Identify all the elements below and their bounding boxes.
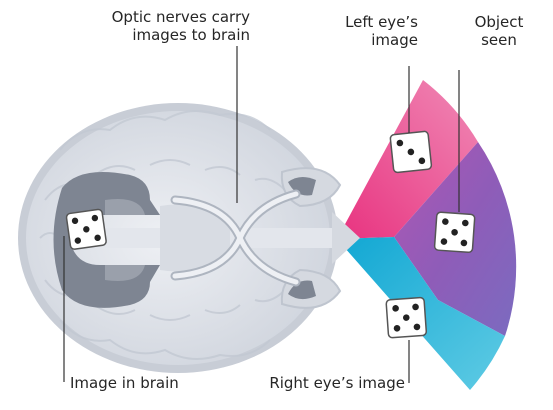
object-seen-label: Object seen: [458, 13, 540, 49]
optic-nerves-label-line1: Optic nerves carry: [30, 8, 250, 26]
left-eye-image-label: Left eye’s image: [300, 13, 418, 49]
die-icon: [66, 209, 107, 250]
visual-fields: [337, 80, 516, 390]
die-icon: [386, 297, 427, 338]
optic-nerves-label: Optic nerves carry images to brain: [30, 8, 250, 44]
image-in-brain-label: Image in brain: [70, 374, 179, 392]
left-eye-label-line2: image: [300, 31, 418, 49]
optic-nerves-label-line2: images to brain: [30, 26, 250, 44]
left-eye-label-line1: Left eye’s: [300, 13, 418, 31]
right-eye-image-label: Right eye’s image: [218, 374, 405, 392]
object-label-line1: Object: [458, 13, 540, 31]
object-label-line2: seen: [458, 31, 540, 49]
die-icon: [434, 212, 475, 253]
die-icon: [390, 131, 432, 173]
